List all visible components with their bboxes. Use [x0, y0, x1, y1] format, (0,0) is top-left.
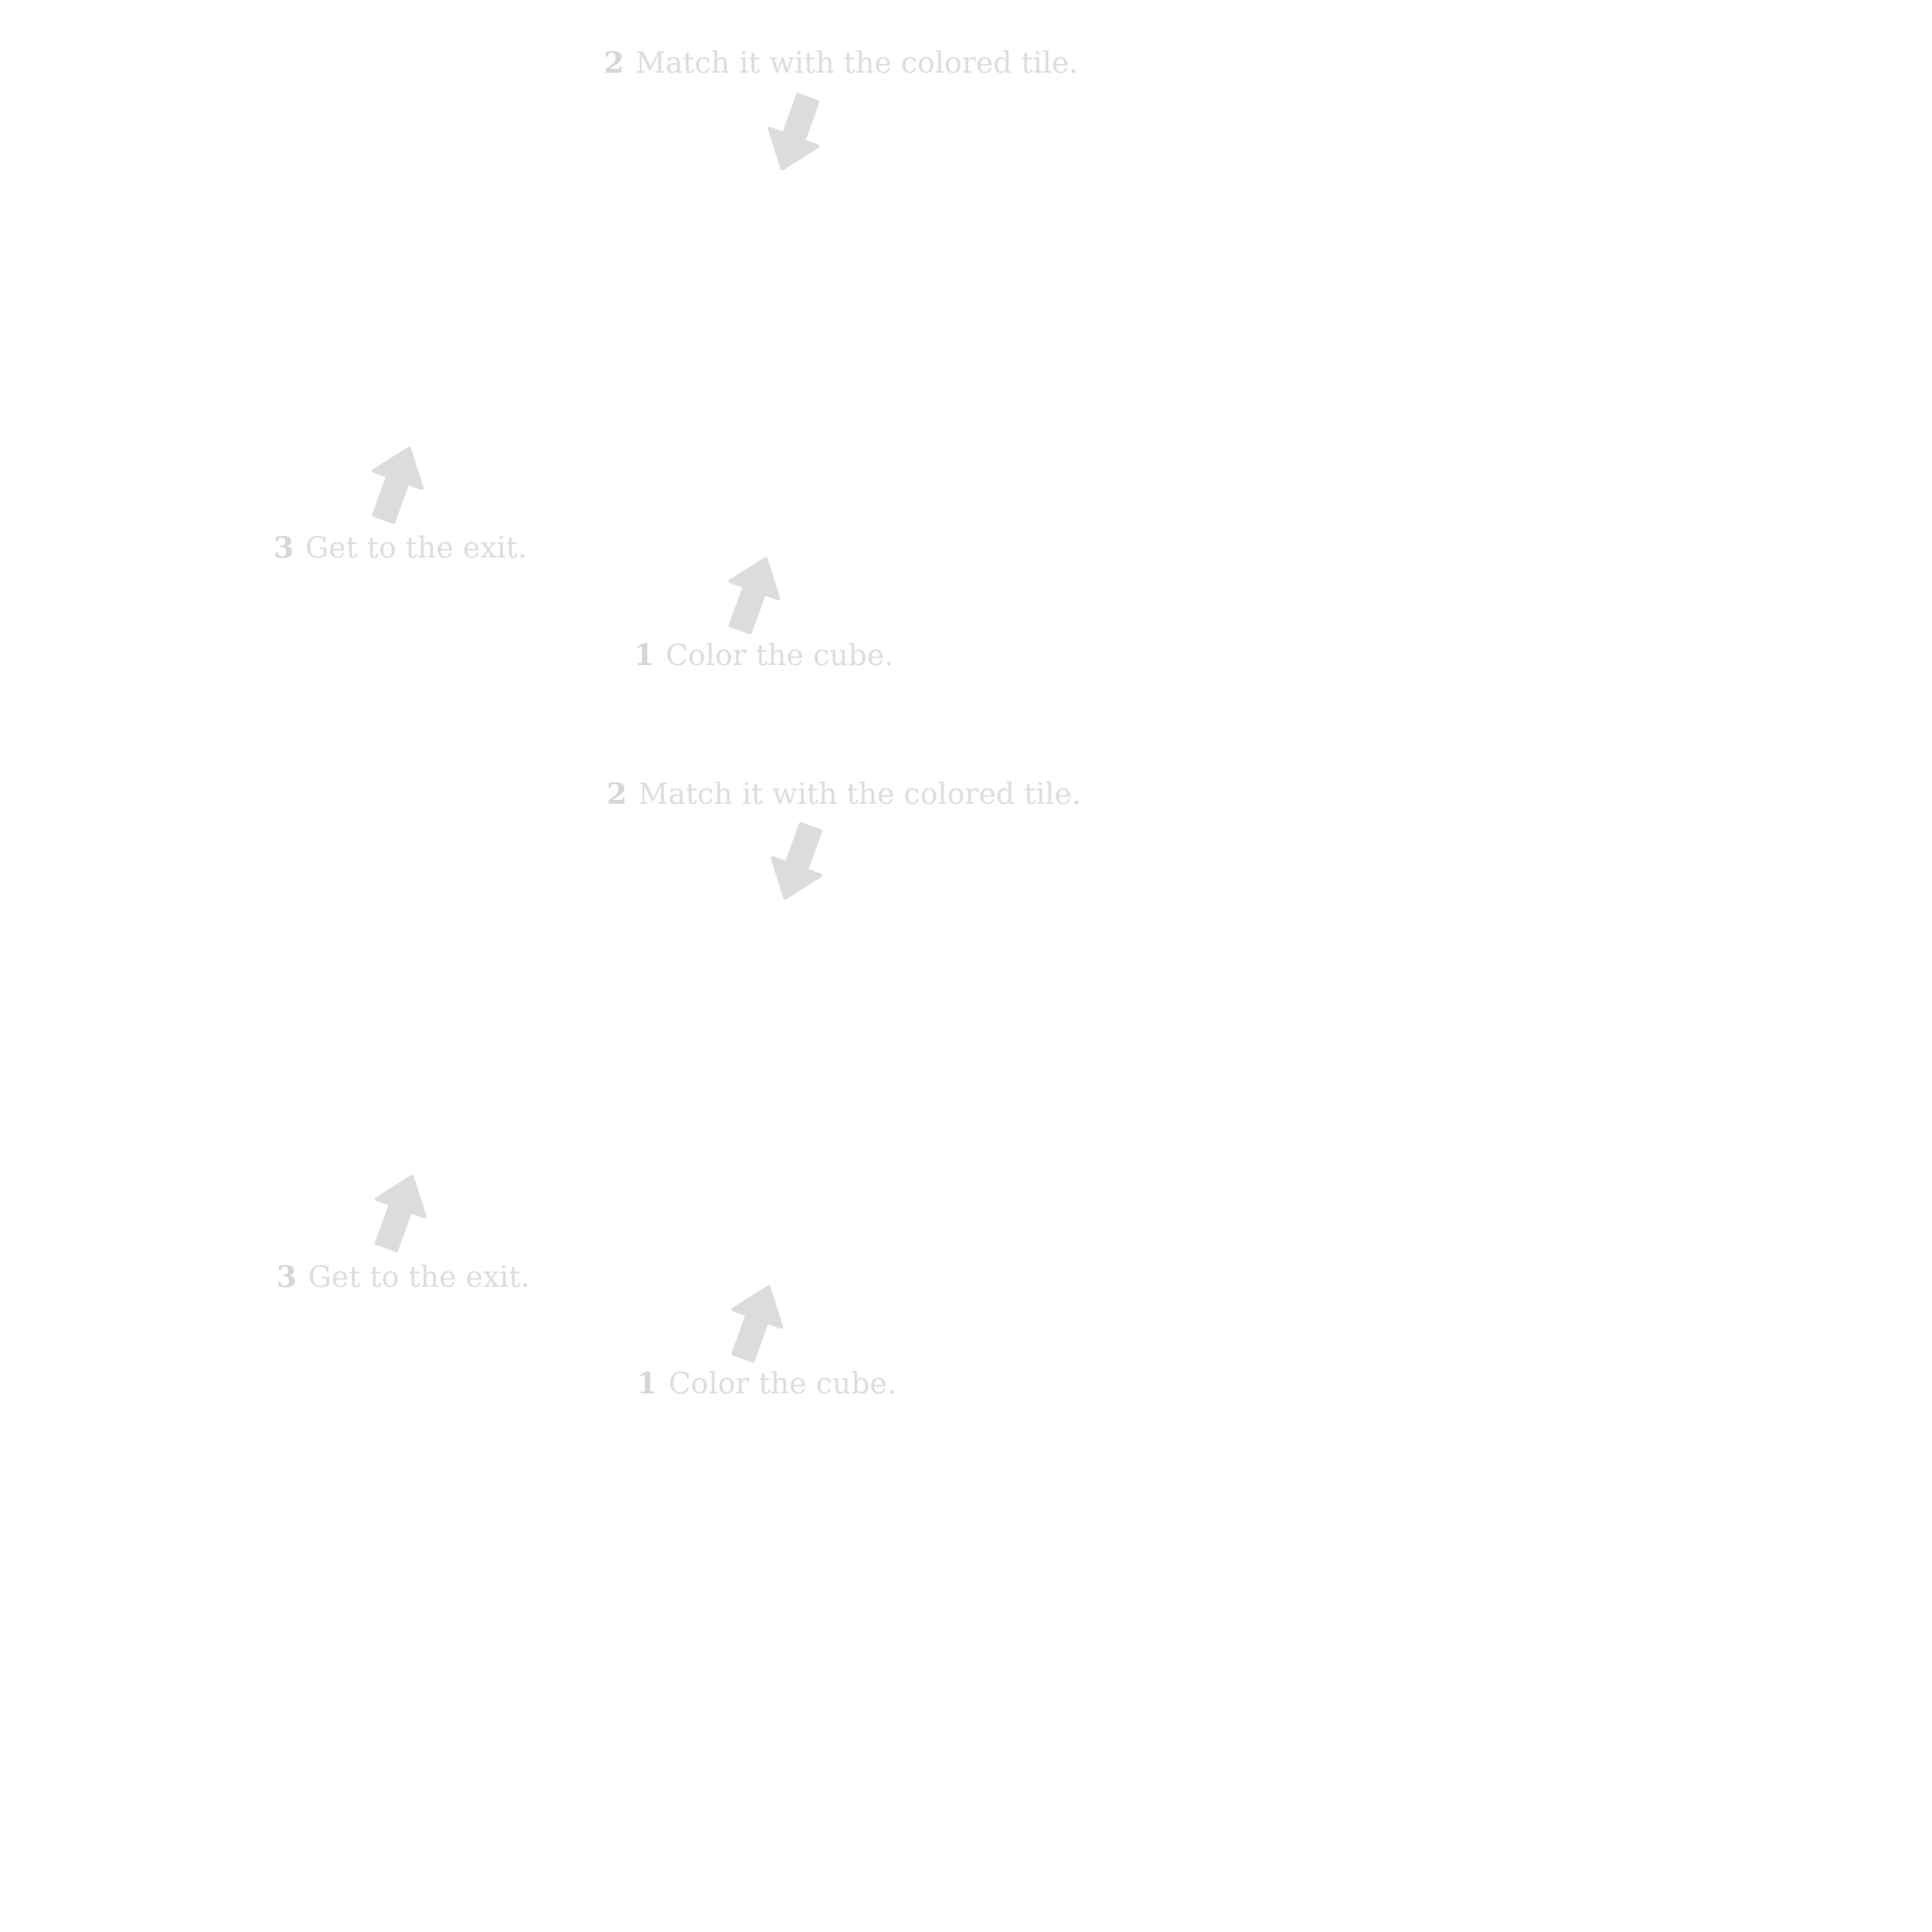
hint-step-1: 1 Color the cube. — [637, 1370, 896, 1399]
step-number: 2 — [607, 777, 627, 811]
arrow-up-right-icon — [366, 1170, 432, 1255]
hint-text: Get to the exit. — [308, 1260, 530, 1294]
hint-text: Color the cube. — [668, 1367, 897, 1401]
arrow-up-right-icon — [720, 552, 786, 637]
arrow-down-left-icon — [762, 91, 828, 175]
hint-step-3: 3 Get to the exit. — [276, 1263, 530, 1292]
arrow-up-right-icon — [363, 441, 429, 526]
hint-step-1: 1 Color the cube. — [634, 641, 893, 671]
hint-text: Get to the exit. — [305, 531, 527, 565]
step-number: 1 — [637, 1367, 658, 1401]
step-number: 1 — [634, 639, 655, 673]
hint-text: Match it with the colored tile. — [635, 46, 1078, 80]
step-number: 3 — [274, 531, 294, 565]
hint-step-3: 3 Get to the exit. — [274, 534, 527, 563]
hint-step-2: 2 Match it with the colored tile. — [607, 780, 1081, 809]
hint-step-2: 2 Match it with the colored tile. — [604, 49, 1078, 78]
step-number: 2 — [604, 46, 625, 80]
hint-text: Match it with the colored tile. — [638, 777, 1081, 811]
arrow-down-left-icon — [765, 820, 831, 905]
hint-text: Color the cube. — [665, 639, 894, 673]
arrow-up-right-icon — [723, 1280, 789, 1365]
step-number: 3 — [276, 1260, 297, 1294]
